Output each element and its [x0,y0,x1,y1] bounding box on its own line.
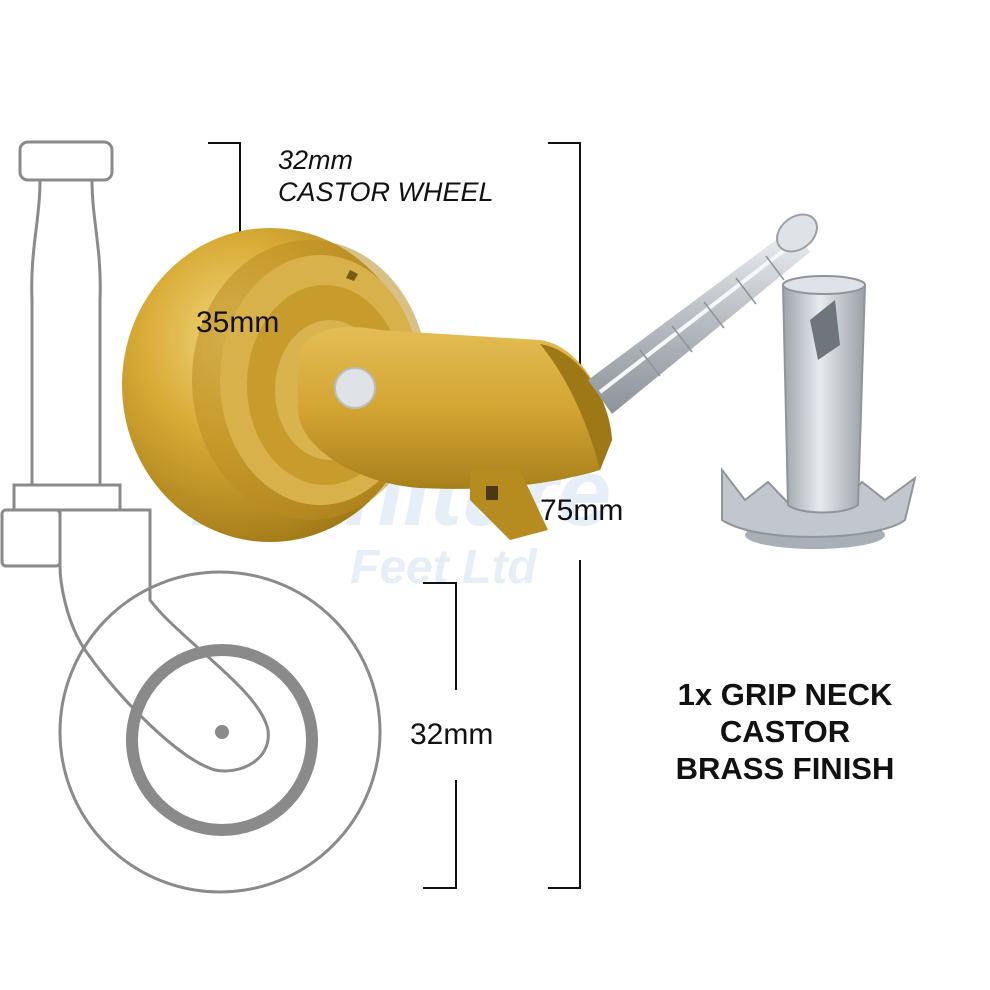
dim-75mm-upper [548,142,581,465]
outline-hub-ring [126,644,318,836]
brass-fork [298,327,612,540]
wheel-32mm-label: 32mm [410,718,494,751]
dim-75mm-lower [548,560,581,889]
outline-fork [58,508,270,773]
wheel-size-label: 32mm [278,145,354,175]
outline-cap [18,140,114,182]
dim-32mm-lower [423,780,457,889]
product-description: 1x GRIP NECK CASTOR BRASS FINISH [655,676,915,787]
zinc-socket [721,275,917,549]
height-75mm-label: 75mm [540,494,624,527]
castor-wheel-label: CASTOR WHEEL [278,177,494,207]
outline-stem [30,179,102,487]
description-line3: BRASS FINISH [675,751,895,786]
dim-32mm-upper [423,582,457,690]
watermark-line2: Feet Ltd [350,541,537,594]
description-line1: 1x GRIP NECK [677,677,893,712]
outline-bracket-block [0,508,62,568]
outline-axle [215,725,229,739]
grip-neck-pin [588,213,818,414]
outline-collar [12,483,122,512]
outline-wheel [58,570,382,894]
outline-drawing [0,140,382,894]
description-line2: CASTOR [719,714,851,749]
height-35mm-label: 35mm [196,306,280,339]
dim-35mm-upper [208,142,241,270]
